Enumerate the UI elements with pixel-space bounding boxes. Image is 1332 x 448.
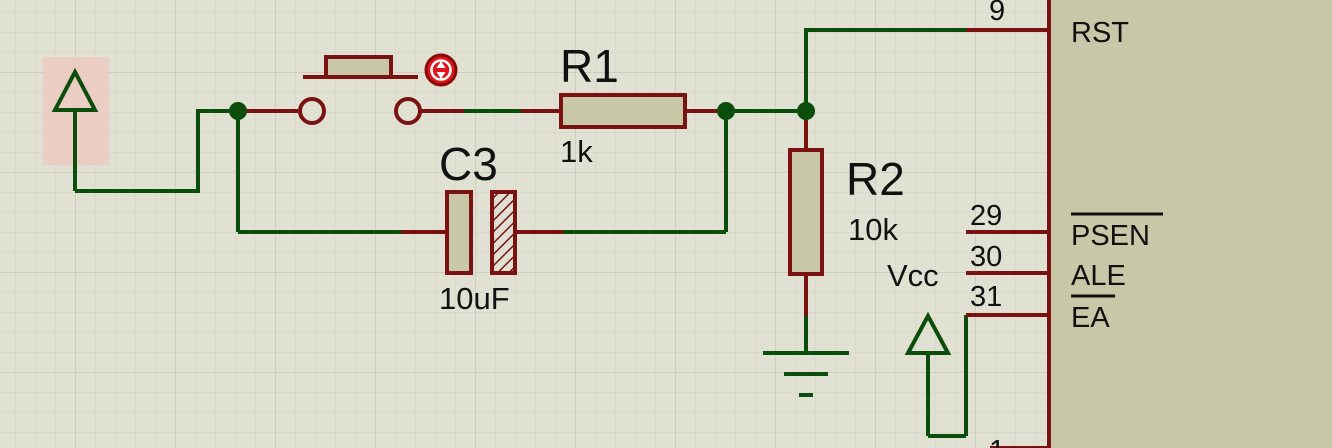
resistor-r2-body[interactable]	[788, 148, 824, 276]
pin-name-rst: RST	[1071, 17, 1129, 49]
r2-value-label: 10k	[848, 212, 898, 247]
ground-icon[interactable]	[763, 351, 849, 397]
junction-dots	[229, 102, 815, 120]
wires	[75, 28, 968, 438]
junction-dot	[797, 102, 815, 120]
capacitor-c3-polarized-plate[interactable]	[490, 190, 517, 275]
pushbutton-switch-icon[interactable]	[298, 55, 422, 125]
pin-number-30: 30	[970, 241, 1002, 273]
microcontroller-body[interactable]	[1047, 0, 1332, 448]
r1-value-label: 1k	[560, 134, 593, 169]
updown-arrow-marker-icon[interactable]	[424, 53, 458, 87]
power-terminal-arrow-icon[interactable]	[904, 311, 952, 355]
pin-number-31: 31	[970, 281, 1002, 313]
capacitor-c3-plate[interactable]	[445, 190, 473, 275]
vcc-net-label: Vcc	[887, 258, 939, 293]
c3-reference-label: C3	[439, 138, 498, 190]
pin-number-1: 1	[989, 435, 1005, 448]
r2-reference-label: R2	[846, 153, 905, 205]
pin-number-29: 29	[970, 200, 1002, 232]
pin-name-ale: ALE	[1071, 260, 1126, 292]
junction-dot	[717, 102, 735, 120]
resistor-r1-body[interactable]	[559, 93, 687, 129]
component-leads	[238, 28, 1049, 448]
pin-number-9: 9	[989, 0, 1005, 27]
junction-dot	[229, 102, 247, 120]
power-terminal-arrow-icon[interactable]	[51, 67, 99, 191]
r1-reference-label: R1	[560, 40, 619, 92]
pin-name-ea: EA	[1071, 302, 1110, 334]
pin-name-psen: PSEN	[1071, 220, 1150, 252]
c3-value-label: 10uF	[439, 281, 510, 316]
